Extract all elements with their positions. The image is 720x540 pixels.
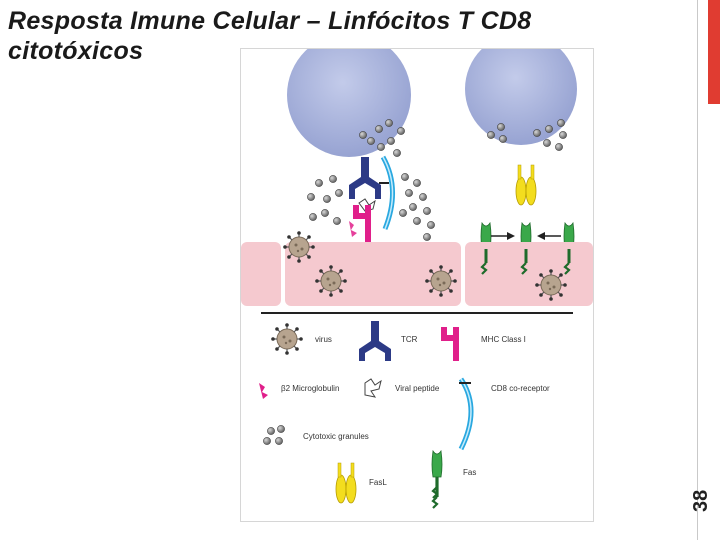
legend-b2m-icon: [259, 383, 268, 399]
legend-virus-label: virus: [315, 335, 332, 344]
legend-tcr-icon: [359, 321, 391, 361]
legend-cd8-label: CD8 co-receptor: [491, 384, 550, 393]
tcr-receptor: [349, 157, 381, 199]
legend-peptide-icon: [365, 379, 381, 397]
legend-fasl-icon: [336, 463, 356, 503]
legend-tcr-label: TCR: [401, 335, 418, 344]
diagram-svg: virus TCR MHC Class I β2 Microglobulin V…: [241, 49, 593, 521]
legend-mhc-label: MHC Class I: [481, 335, 526, 344]
legend-cd8-icon: [459, 379, 471, 449]
legend: virus TCR MHC Class I β2 Microglobulin V…: [259, 321, 550, 508]
legend-granules-icon: [263, 425, 284, 444]
cd8-coreceptor: [379, 157, 393, 229]
legend-fasl-label: FasL: [369, 478, 387, 487]
mhc-class-i: [353, 205, 371, 247]
virus-3: [425, 265, 457, 297]
fasl-ligand: [516, 165, 536, 205]
b2-microglobulin: [349, 221, 357, 237]
slide-number: 38: [690, 490, 713, 512]
legend-b2m-label: β2 Microglobulin: [281, 384, 339, 393]
accent-bar: [708, 0, 720, 104]
virus-4: [535, 269, 567, 301]
legend-fas-icon: [432, 451, 442, 508]
legend-virus-icon: [271, 323, 303, 355]
virus-2: [315, 265, 347, 297]
legend-fas-label: Fas: [463, 468, 476, 477]
ctl-cell-right: [465, 49, 577, 145]
legend-peptide-label: Viral peptide: [395, 384, 440, 393]
side-divider: [697, 0, 698, 540]
legend-mhc-icon: [441, 327, 459, 361]
diagram-figure: virus TCR MHC Class I β2 Microglobulin V…: [240, 48, 594, 522]
legend-granules-label: Cytotoxic granules: [303, 432, 369, 441]
virus-1: [283, 231, 315, 263]
